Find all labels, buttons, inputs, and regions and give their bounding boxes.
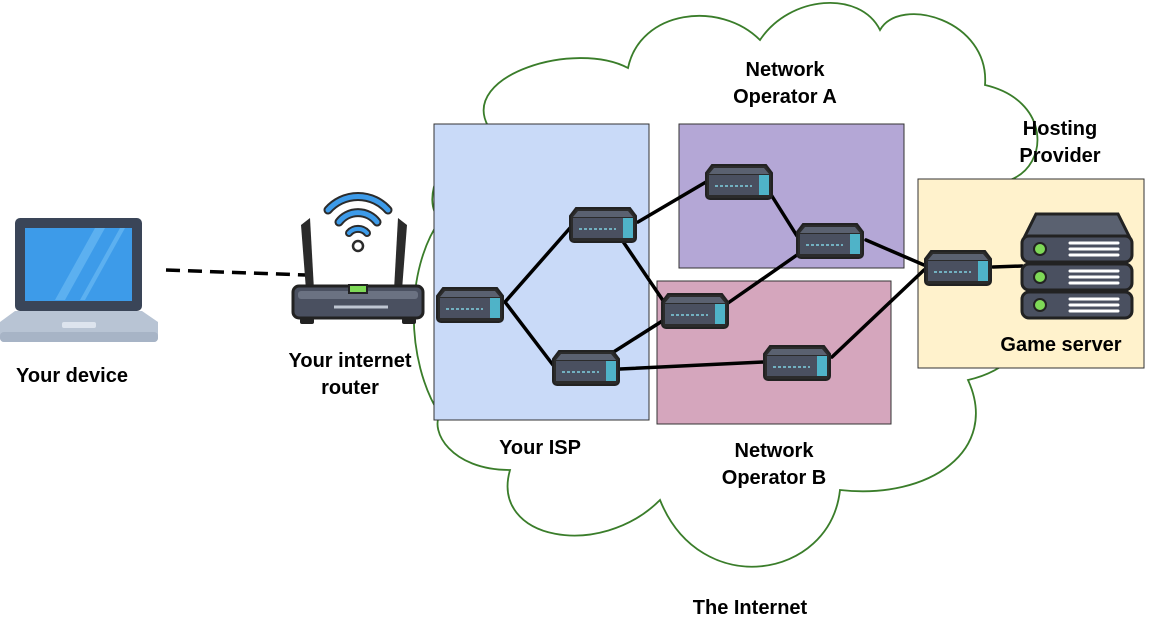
- network-switch-icon: [796, 223, 864, 259]
- laptop-icon: [0, 218, 158, 342]
- network-switch-icon: [661, 293, 729, 329]
- hosting-provider-label: Hosting Provider: [1019, 118, 1101, 167]
- isp-label: Your ISP: [499, 437, 581, 459]
- operator-a-label: Network Operator A: [733, 59, 837, 108]
- wifi-router-icon: [291, 192, 425, 324]
- network-switch-icon: [763, 345, 831, 381]
- network-switch-icon: [705, 164, 773, 200]
- device-label: Your device: [16, 365, 128, 387]
- internet-cloud: [412, 1, 1053, 568]
- router-label: Your internet router: [288, 350, 412, 399]
- network-switch-icon: [924, 250, 992, 286]
- network-switch-icon: [552, 350, 620, 386]
- internet-label: The Internet: [692, 597, 808, 619]
- game-server-label: Game server: [1000, 334, 1122, 356]
- network-switch-icon: [569, 207, 637, 243]
- connection-lines: [503, 180, 1024, 371]
- network-switch-icon: [436, 287, 504, 323]
- server-icon: [1020, 212, 1134, 320]
- device-router-link: [165, 268, 307, 277]
- operator-b-label: Network Operator B: [721, 440, 827, 489]
